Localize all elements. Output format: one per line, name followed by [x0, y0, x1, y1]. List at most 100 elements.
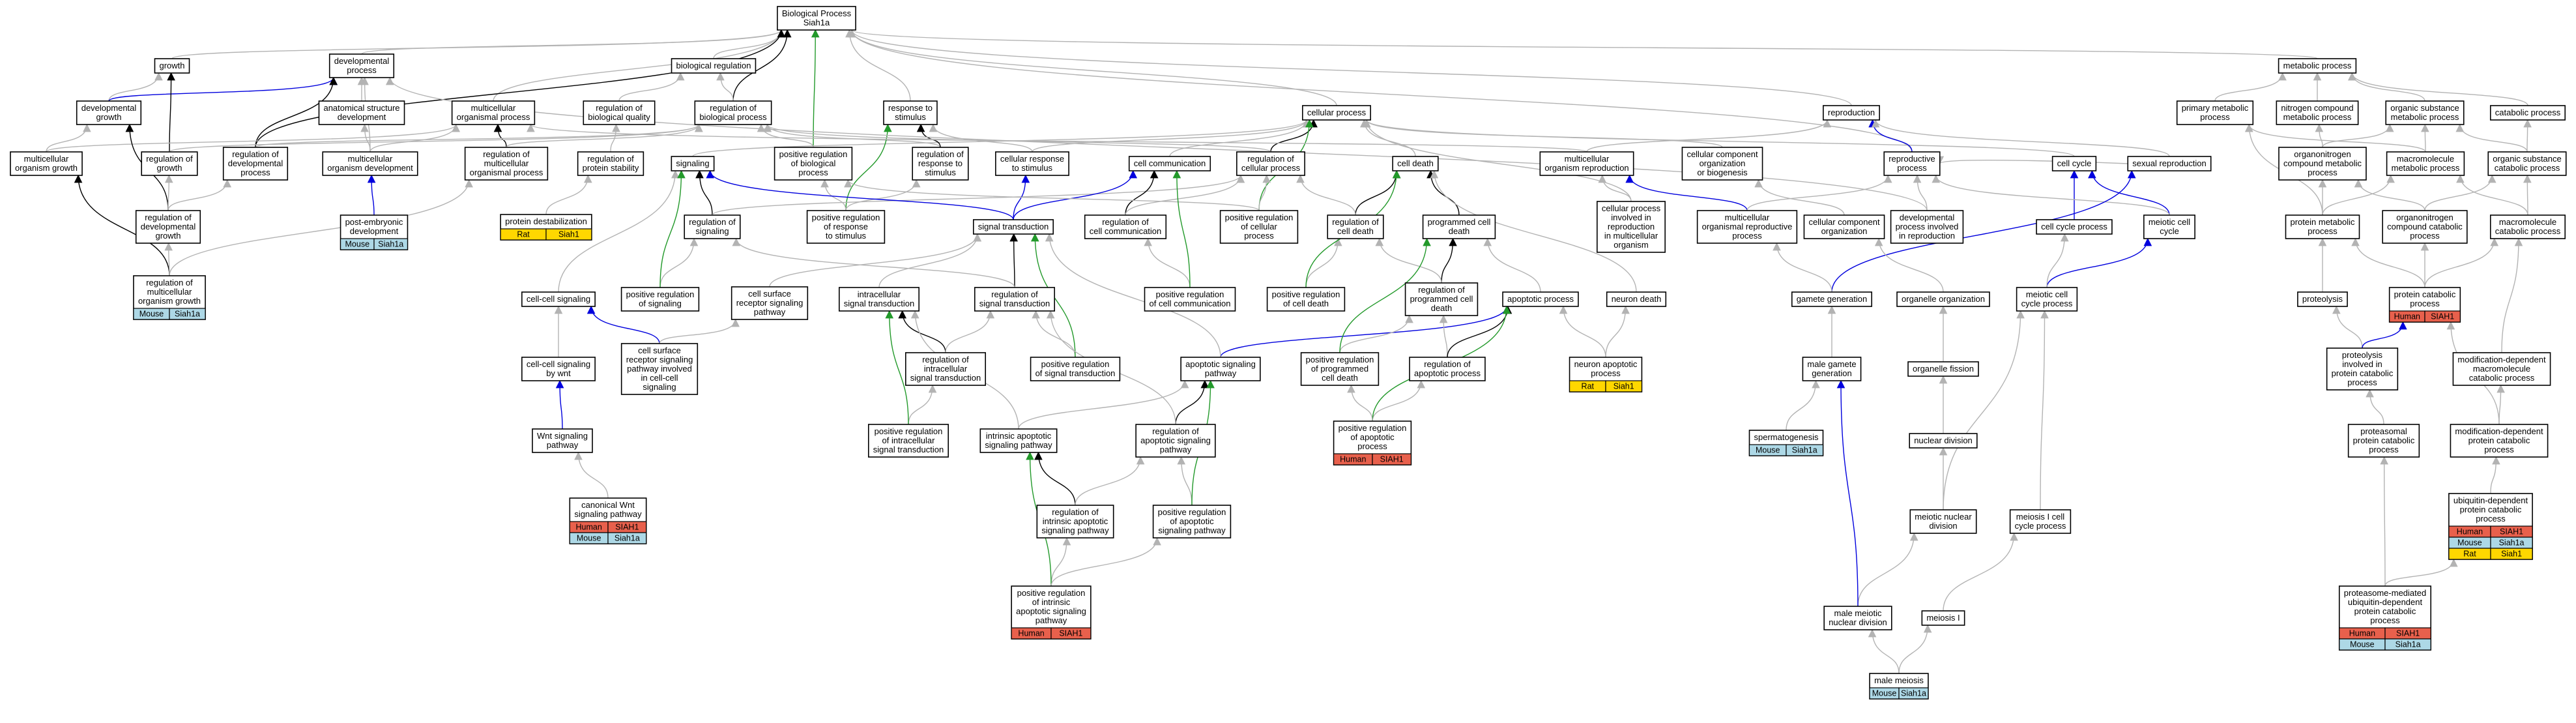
go-term-proteasome-mediated-ubiquitin-dependent-protein-catabolic-process[interactable]: proteasome-mediatedubiquitin-dependentpr… [2338, 585, 2432, 651]
go-term-metabolic-process[interactable]: metabolic process [2278, 58, 2357, 74]
go-term-apoptotic-process[interactable]: apoptotic process [1502, 291, 1579, 307]
go-term-meiosis-i[interactable]: meiosis I [1921, 610, 1965, 626]
go-term-growth[interactable]: growth [154, 58, 190, 74]
go-term-organelle-fission[interactable]: organelle fission [1907, 361, 1979, 377]
go-term-catabolic-process[interactable]: catabolic process [2489, 105, 2566, 121]
go-term-organelle-organization[interactable]: organelle organization [1896, 291, 1990, 307]
go-term-nuclear-division[interactable]: nuclear division [1909, 433, 1978, 449]
go-term-cell-communication[interactable]: cell communication [1128, 156, 1211, 171]
go-term-cell-cycle[interactable]: cell cycle [2051, 156, 2097, 171]
go-term-cellular-process[interactable]: cellular process [1302, 105, 1371, 121]
go-term-modification-dependent-macromolecule-catabolic-process[interactable]: modification-dependentmacromoleculecatab… [2452, 352, 2551, 386]
go-term-signaling[interactable]: signaling [671, 156, 715, 171]
go-term-signal-transduction[interactable]: signal transduction [972, 219, 1054, 235]
go-term-cell-death[interactable]: cell death [1392, 156, 1439, 171]
go-term-neuron-death[interactable]: neuron death [1606, 291, 1667, 307]
go-term-gamete-generation[interactable]: gamete generation [1791, 291, 1873, 307]
go-term-proteolysis[interactable]: proteolysis [2297, 291, 2348, 307]
go-term-cell-cycle-process[interactable]: cell cycle process [2036, 219, 2113, 235]
go-term-cell-cell-signaling[interactable]: cell-cell signaling [521, 291, 596, 307]
go-term-reproduction[interactable]: reproduction [1823, 105, 1880, 121]
go-term-sexual-reproduction[interactable]: sexual reproduction [2127, 156, 2212, 171]
go-term-biological-regulation[interactable]: biological regulation [671, 58, 757, 74]
